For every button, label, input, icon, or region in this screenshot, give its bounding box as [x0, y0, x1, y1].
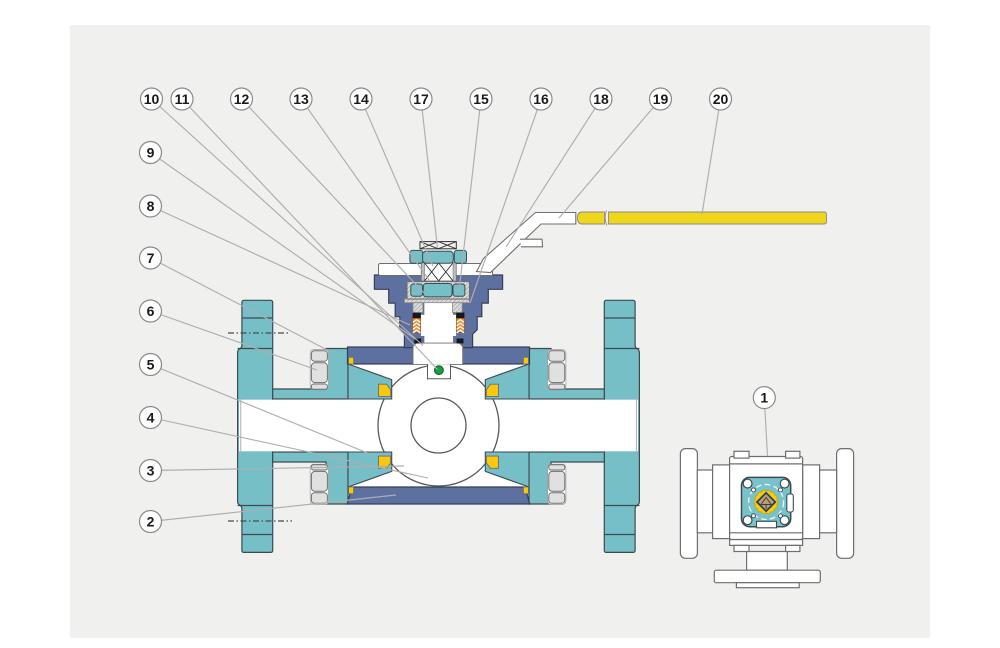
svg-text:9: 9 — [147, 145, 155, 161]
svg-text:11: 11 — [175, 91, 190, 107]
svg-text:6: 6 — [147, 303, 155, 319]
svg-text:7: 7 — [147, 250, 155, 266]
svg-text:16: 16 — [533, 91, 549, 107]
svg-text:8: 8 — [147, 198, 155, 214]
svg-text:13: 13 — [293, 91, 309, 107]
svg-text:12: 12 — [234, 91, 250, 107]
svg-text:17: 17 — [413, 91, 429, 107]
svg-text:14: 14 — [353, 91, 369, 107]
svg-text:3: 3 — [147, 463, 155, 479]
svg-text:1: 1 — [760, 390, 768, 406]
svg-text:18: 18 — [593, 91, 609, 107]
svg-text:15: 15 — [473, 91, 489, 107]
svg-text:5: 5 — [147, 357, 155, 373]
svg-text:2: 2 — [147, 514, 155, 530]
svg-text:10: 10 — [144, 91, 160, 107]
svg-text:20: 20 — [713, 91, 729, 107]
svg-text:19: 19 — [653, 91, 669, 107]
svg-text:4: 4 — [147, 410, 155, 426]
